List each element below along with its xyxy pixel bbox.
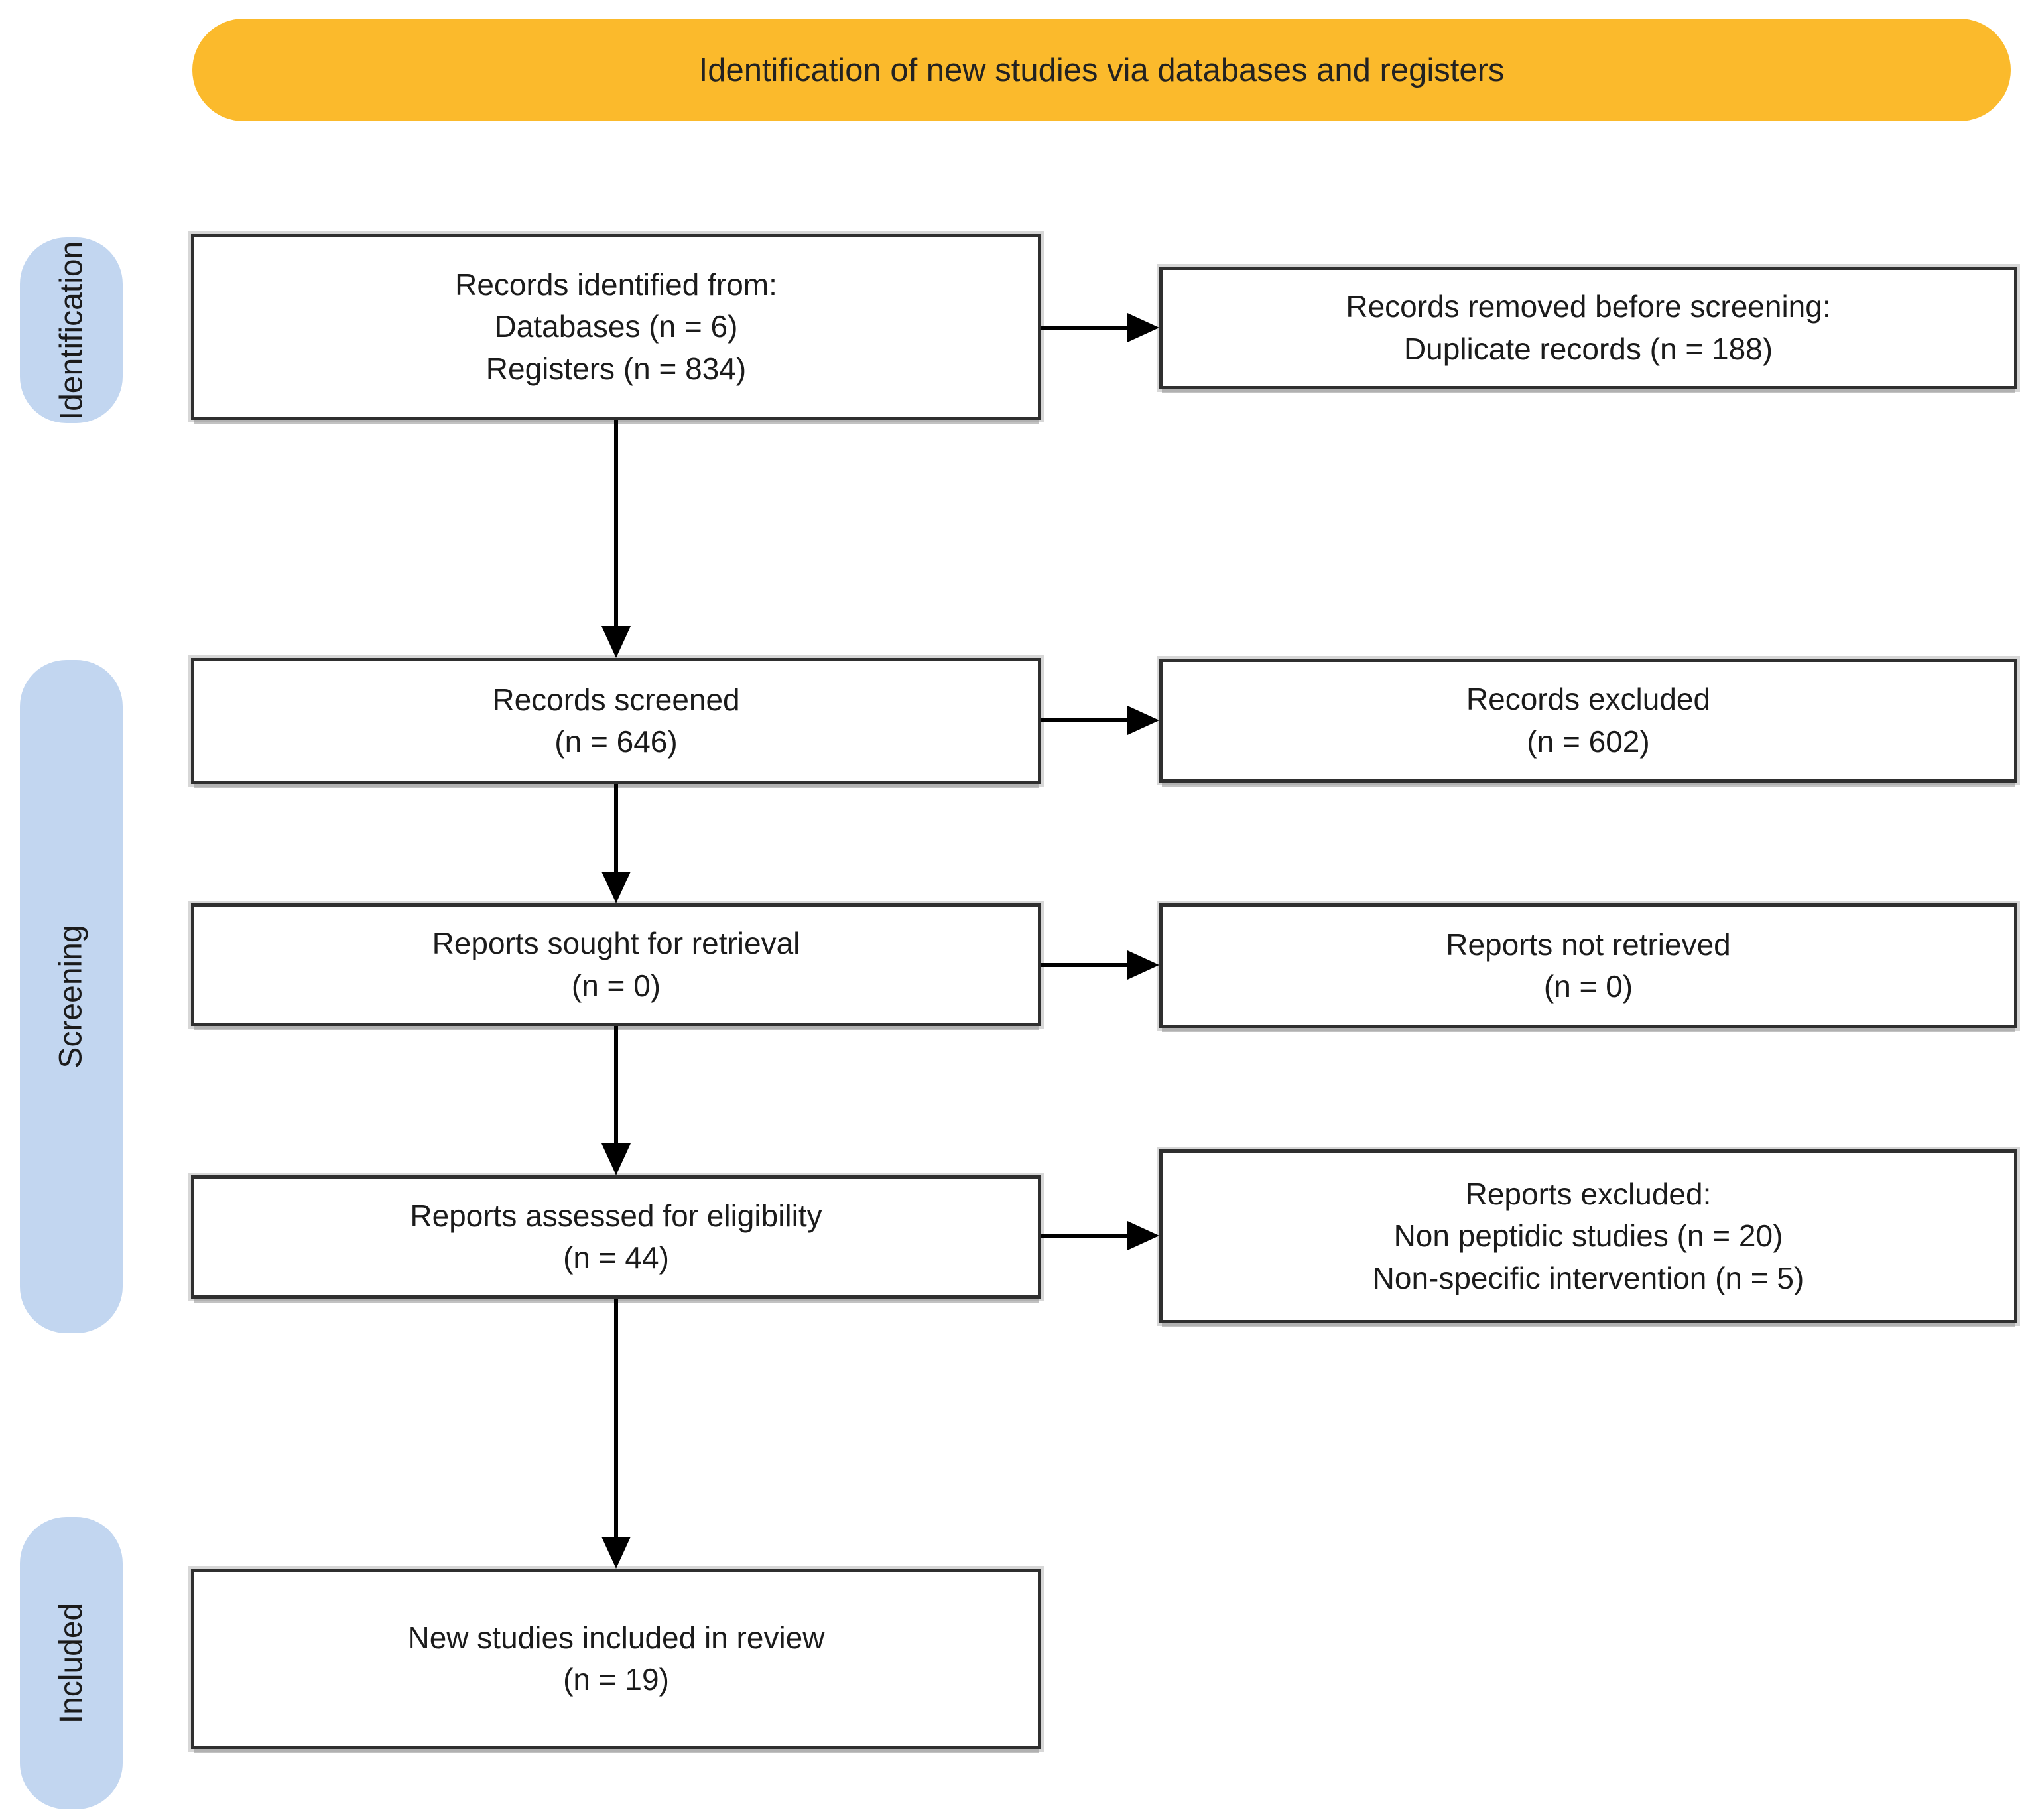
process-box-records-screened: Records screened (n = 646) (191, 658, 1041, 784)
box-line: Duplicate records (n = 188) (1403, 331, 1773, 366)
arrow-head (1127, 1221, 1159, 1250)
arrow-line (614, 1026, 618, 1143)
stage-pill-screening: Screening (20, 660, 123, 1333)
box-line: Records excluded (1466, 682, 1711, 717)
arrow-head (601, 1143, 631, 1175)
arrow-head (1127, 950, 1159, 980)
stage-pill-included: Included (20, 1517, 123, 1809)
arrow-line (614, 420, 618, 626)
arrow-line (614, 1299, 618, 1537)
arrow-head (601, 1537, 631, 1569)
box-line: (n = 44) (563, 1240, 669, 1275)
process-box-reports-sought: Reports sought for retrieval (n = 0) (191, 903, 1041, 1026)
banner: Identification of new studies via databa… (192, 19, 2011, 121)
box-line: Reports assessed for eligibility (410, 1198, 822, 1233)
stage-label-included: Included (54, 1602, 90, 1724)
process-box-records-identified: Records identified from: Databases (n = … (191, 234, 1041, 420)
exclusion-box-records-removed: Records removed before screening: Duplic… (1159, 267, 2017, 389)
arrow-head (601, 626, 631, 658)
arrow-head (1127, 313, 1159, 342)
box-line: Databases (n = 6) (494, 309, 738, 344)
box-line: Non peptidic studies (n = 20) (1393, 1218, 1783, 1254)
arrow-line (1041, 718, 1127, 722)
box-line: Records identified from: (455, 267, 777, 302)
process-box-new-studies-included: New studies included in review (n = 19) (191, 1569, 1041, 1749)
arrow-head (1127, 706, 1159, 735)
stage-label-screening: Screening (54, 925, 90, 1069)
box-line: Records removed before screening: (1346, 289, 1831, 324)
arrow-line (1041, 963, 1127, 967)
box-line: Records screened (492, 682, 740, 717)
process-box-reports-assessed: Reports assessed for eligibility (n = 44… (191, 1175, 1041, 1299)
stage-label-identification: Identification (54, 241, 90, 420)
box-line: Reports not retrieved (1446, 927, 1731, 962)
box-line: Non-specific intervention (n = 5) (1372, 1260, 1804, 1295)
arrow-line (1041, 326, 1127, 330)
arrow-head (601, 872, 631, 903)
box-line: New studies included in review (407, 1620, 825, 1655)
box-line: Registers (n = 834) (485, 351, 747, 386)
box-line: Reports excluded: (1465, 1176, 1712, 1211)
arrow-line (1041, 1234, 1127, 1238)
box-line: (n = 646) (554, 724, 678, 759)
box-line: (n = 0) (571, 968, 661, 1003)
exclusion-box-records-excluded: Records excluded (n = 602) (1159, 659, 2017, 783)
box-line: (n = 602) (1527, 724, 1650, 759)
box-line: (n = 19) (563, 1662, 669, 1697)
banner-title: Identification of new studies via databa… (698, 52, 1505, 88)
arrow-line (614, 784, 618, 872)
box-line: (n = 0) (1543, 969, 1633, 1004)
stage-pill-identification: Identification (20, 237, 123, 423)
box-line: Reports sought for retrieval (432, 926, 800, 961)
exclusion-box-reports-not-retrieved: Reports not retrieved (n = 0) (1159, 903, 2017, 1028)
exclusion-box-reports-excluded: Reports excluded: Non peptidic studies (… (1159, 1149, 2017, 1323)
